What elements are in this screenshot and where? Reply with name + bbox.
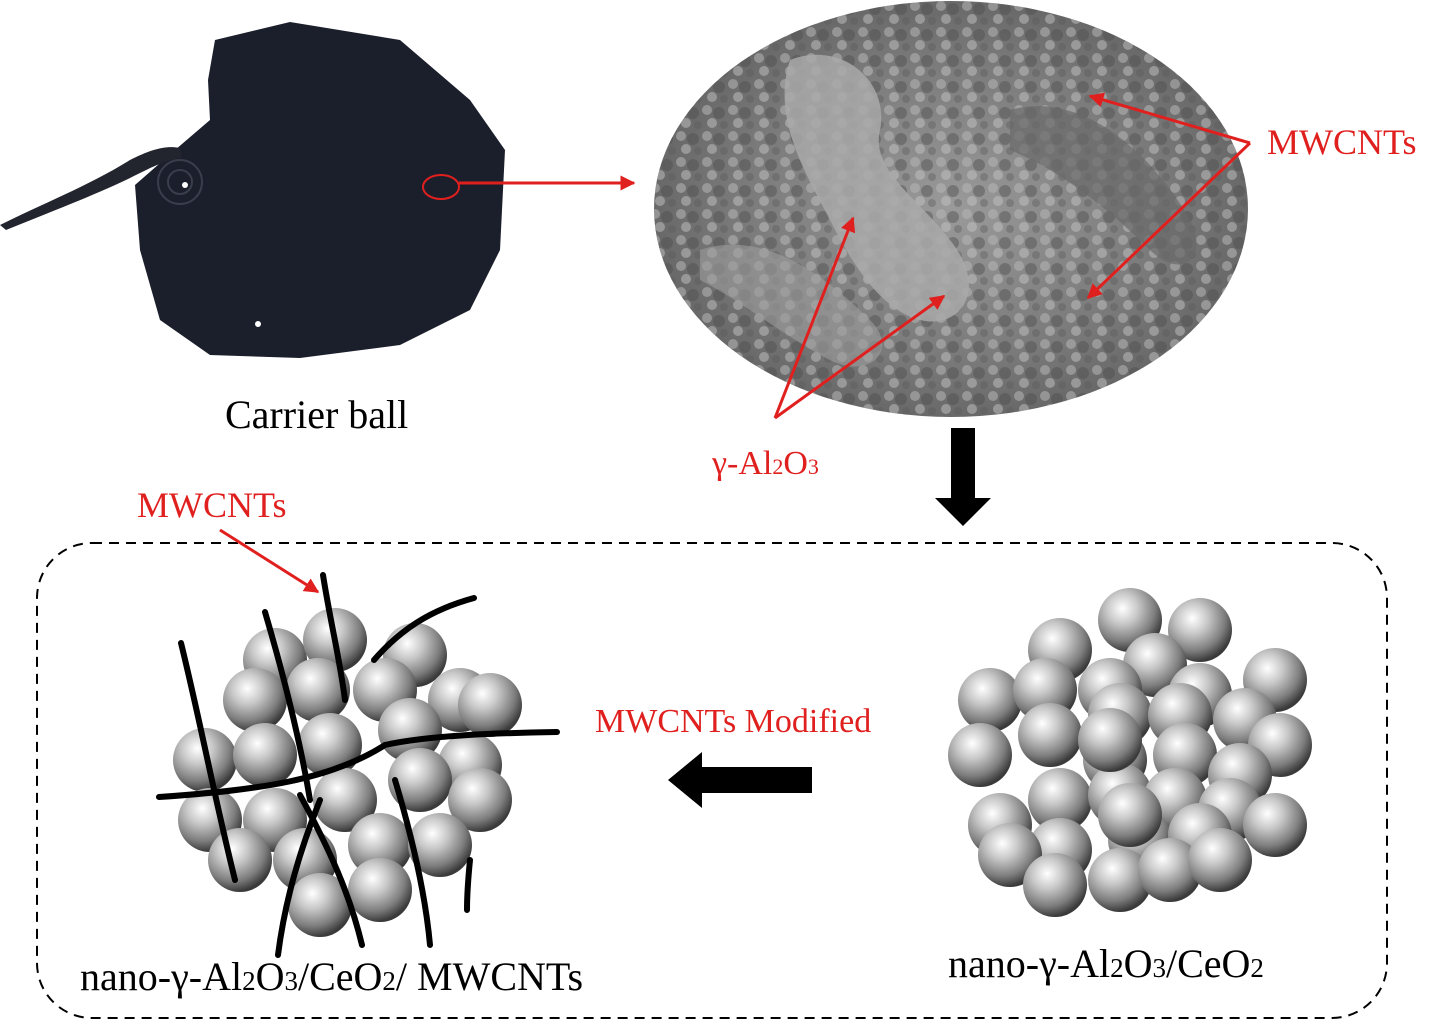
nanotube [320,572,348,703]
right-nanoparticle-cluster [948,588,1312,917]
nanoparticle-sphere [458,673,522,737]
carrier-ball-photo [0,22,505,358]
nanotube [178,640,238,883]
nanoparticle-sphere [1028,768,1092,832]
al2o3-arrow-2 [774,294,946,420]
nanotube-lines [156,572,560,958]
mwcnts-arrow-1 [1088,92,1251,145]
sem-micrograph [654,1,1248,417]
caption-left: nano-γ-Al2O3/CeO2/ MWCNTs [80,954,583,999]
nanoparticle-sphere [1078,708,1142,772]
nanoparticle-sphere [948,723,1012,787]
nanoparticle-sphere [1018,703,1082,767]
nanoparticle-sphere [1023,853,1087,917]
nanotube [156,729,560,800]
nanoparticle-sphere [1088,848,1152,912]
nanoparticle-sphere [1168,598,1232,662]
nanoparticle-sphere [288,873,352,937]
nanotube [371,595,477,663]
nanoparticle-sphere [313,768,377,832]
nanoparticle-sphere [1188,828,1252,892]
nanoparticle-sphere [1243,793,1307,857]
nanoparticle-sphere [448,768,512,832]
nanoparticle-sphere [286,658,350,722]
nanotube [464,857,473,913]
label-mwcnts-modified: MWCNTs Modified [595,703,871,740]
label-mwcnts-left: MWCNTs [137,485,286,525]
black-arrow-down-icon [935,428,991,526]
nanoparticle-sphere [208,828,272,892]
al2o3-arrow-1 [773,216,856,419]
nanoparticle-sphere [1098,783,1162,847]
nanotube [392,777,433,948]
nanoparticle-sphere [388,748,452,812]
nanoparticle-sphere [223,668,287,732]
nanoparticle-sphere [348,813,412,877]
nanoparticle-sphere [233,723,297,787]
dashed-panel [36,542,1388,1019]
nanoparticle-sphere [978,823,1042,887]
nanoparticle-sphere [958,668,1022,732]
label-mwcnts-top: MWCNTs [1267,122,1416,162]
nanoparticle-sphere [1138,838,1202,902]
caption-right: nano-γ-Al2O3/CeO2 [948,941,1264,986]
label-gamma-al2o3: γ-Al2O3 [711,445,819,482]
nanoparticle-sphere [408,813,472,877]
sampling-circle [422,174,460,200]
nanoparticle-sphere [298,713,362,777]
nanoparticle-sphere [348,858,412,922]
black-arrow-left-icon [668,752,812,808]
nanotube [275,797,323,958]
label-carrier-ball: Carrier ball [225,392,408,437]
mwcnts-arrow-2 [1086,141,1252,300]
mwcnts-left-arrow [219,528,320,594]
nanotube [297,792,365,948]
